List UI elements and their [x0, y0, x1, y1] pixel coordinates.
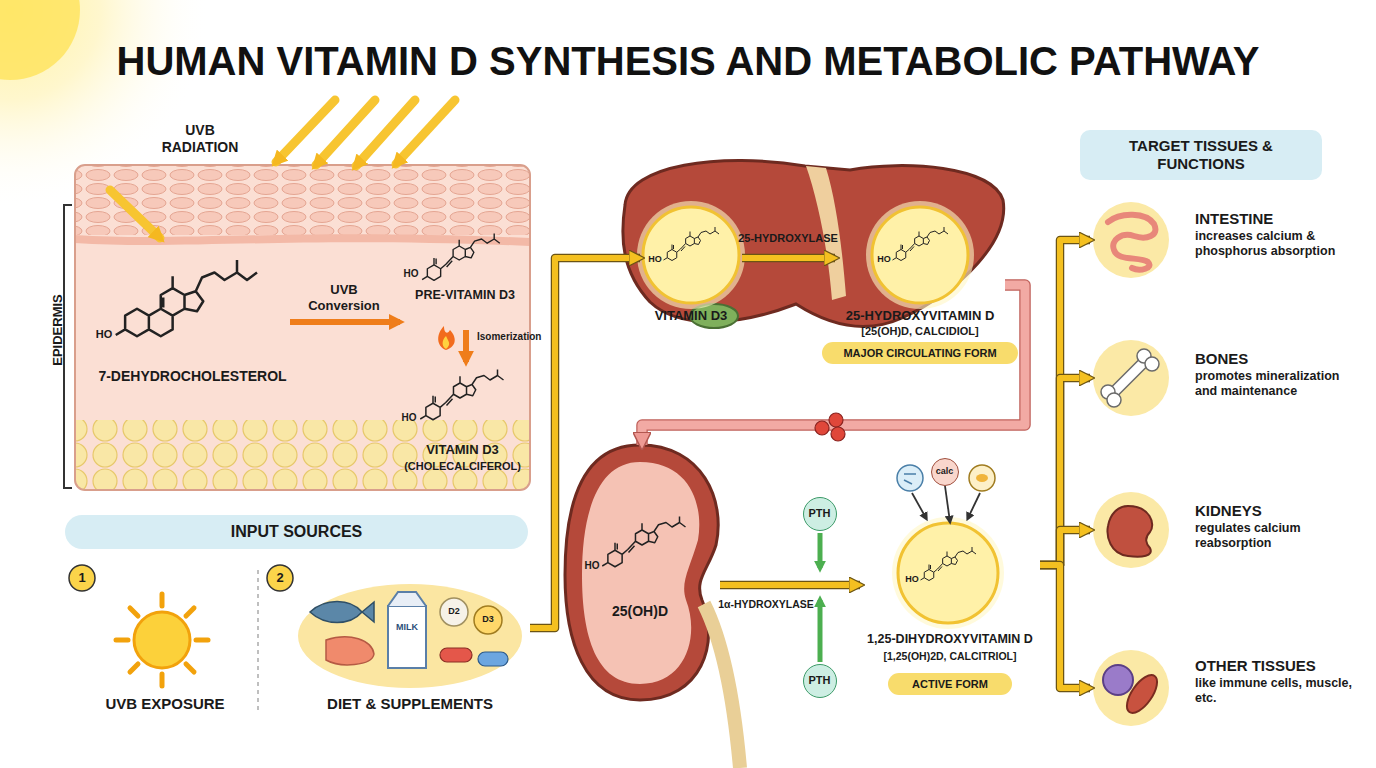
ho-label: HO	[647, 254, 663, 265]
arrow-outline	[1040, 240, 1090, 565]
flow-arrow	[290, 322, 400, 323]
arrow-line	[530, 258, 640, 628]
ho-label: HO	[401, 268, 421, 280]
section-pill: INPUT SOURCES	[65, 515, 528, 549]
kidney-organ: 25(OH)D	[565, 445, 720, 700]
node-heading: 25-HYDROXYVITAMIN D	[835, 308, 1005, 324]
arrow-line	[742, 255, 835, 261]
node-heading: 7-DEHYDROCHOLESTEROL	[95, 368, 290, 385]
arrow-outline	[1040, 565, 1090, 688]
node-heading: PRE-VITAMIN D3	[400, 288, 530, 303]
node-heading: INPUT SOURCES	[65, 515, 528, 549]
node-heading: KIDNEYS	[1195, 502, 1363, 520]
edge-label: 25-HYDROXYLASE	[738, 232, 838, 245]
molecule-circle: 1,25-DIHYDROXYVITAMIN D [1,25(OH)2D, CALC…	[860, 522, 1040, 668]
node-heading: TARGET TISSUES & FUNCTIONS	[1111, 137, 1291, 173]
molecule: VITAMIN D3 (CHOLECALCIFEROL)	[395, 362, 530, 488]
arrow-outline	[1040, 530, 1090, 565]
target-row: OTHER TISSUESlike immune cells, muscle, …	[1090, 645, 1368, 735]
ho-label: HO	[93, 328, 115, 341]
hormone-circle: PTH	[803, 497, 837, 531]
node-heading: calc	[932, 459, 957, 484]
ho-label: HO	[904, 574, 920, 585]
target-row: KIDNEYSregulates calcium reabsorption	[1090, 490, 1368, 576]
source-item: DIET & SUPPLEMENTS	[290, 585, 530, 715]
edge-label: Isomerization	[477, 331, 541, 343]
supplement-label: D3	[476, 614, 500, 625]
flow-arrow	[742, 258, 835, 259]
arrow-line	[290, 319, 400, 325]
target-row: BONESpromotes mineralization and mainten…	[1090, 338, 1368, 424]
diagram-title: HUMAN VITAMIN D SYNTHESIS AND METABOLIC …	[0, 38, 1376, 84]
arrow-line	[1040, 240, 1090, 565]
node-body: increases calcium & phosphorus absorptio…	[1195, 229, 1363, 259]
flow-arrow	[1040, 240, 1090, 565]
molecule-circle: 25-HYDROXYVITAMIN D[25(OH)D, CALCIDIOL]	[835, 212, 1005, 340]
node-body: like immune cells, muscle, etc.	[1195, 676, 1363, 706]
food-label: MILK	[388, 622, 426, 633]
node-heading: 1,25-DIHYDROXYVITAMIN D	[860, 632, 1040, 647]
arrow-line	[1040, 378, 1090, 565]
section-pill: TARGET TISSUES & FUNCTIONS	[1080, 130, 1322, 180]
flow-arrow	[530, 258, 640, 628]
node-heading: DIET & SUPPLEMENTS	[290, 695, 530, 713]
ho-label: HO	[876, 254, 892, 265]
callout-number: 1	[72, 570, 92, 586]
node-heading: MAJOR CIRCULATING FORM	[822, 342, 1018, 364]
ho-label: HO	[399, 412, 419, 424]
node-body: (CHOLECALCIFEROL)	[395, 460, 530, 473]
radiation-label: UVB RADIATION	[145, 122, 255, 156]
node-heading: ACTIVE FORM	[888, 673, 1012, 695]
flow-arrow	[720, 585, 860, 586]
edge-label: UVB Conversion	[298, 282, 390, 314]
arrow-outline	[1040, 378, 1090, 565]
skin-block: EPIDERMIS7-DEHYDROCHOLESTEROLPRE-VITAMIN…	[75, 165, 530, 490]
hormone-circle: PTH	[803, 664, 837, 698]
flow-arrow	[945, 486, 950, 522]
arrow-line	[463, 330, 469, 362]
flow-arrow	[1040, 565, 1090, 688]
arrow-outline	[742, 254, 835, 263]
flow-arrow	[1040, 378, 1090, 565]
target-row: INTESTINEincreases calcium & phosphorus …	[1090, 198, 1368, 284]
node-body: promotes mineralization and maintenance	[1195, 369, 1363, 399]
edge-label: 1α-HYDROXYLASE	[718, 598, 814, 611]
node-heading: PTH	[804, 498, 835, 529]
node-heading: VITAMIN D3	[395, 442, 530, 458]
node-body: [25(OH)D, CALCIDIOL]	[835, 325, 1005, 338]
node-heading: PTH	[804, 665, 835, 696]
arrow-outline	[530, 258, 640, 628]
arrow-line	[945, 486, 950, 522]
callout-number: 2	[270, 570, 290, 586]
node-heading: VITAMIN D3	[640, 308, 742, 324]
node-heading: UVB EXPOSURE	[95, 695, 235, 713]
node-body: [1,25(OH)2D, CALCITRIOL]	[860, 650, 1040, 663]
form-pill: ACTIVE FORM	[888, 673, 1012, 695]
molecule: PRE-VITAMIN D3	[400, 232, 530, 330]
node-heading: INTESTINE	[1195, 210, 1363, 228]
molecule: 7-DEHYDROCHOLESTEROL	[95, 240, 290, 395]
flow-arrow	[1040, 530, 1090, 565]
arrow-line	[1040, 565, 1090, 688]
form-pill: MAJOR CIRCULATING FORM	[822, 342, 1018, 364]
node-body: regulates calcium reabsorption	[1195, 521, 1363, 551]
arrow-outline	[720, 581, 860, 590]
node-heading: BONES	[1195, 350, 1363, 368]
ho-label: HO	[582, 560, 602, 572]
arrow-line	[1040, 530, 1090, 565]
mineral-icon: calc	[931, 458, 959, 486]
arrow-line	[720, 582, 860, 588]
supplement-label: D2	[442, 606, 466, 617]
node-heading: 25(OH)D	[565, 603, 715, 620]
node-heading: EPIDERMIS	[50, 275, 66, 385]
source-item: UVB EXPOSURE	[95, 590, 235, 715]
node-heading: OTHER TISSUES	[1195, 657, 1363, 675]
molecule-circle: VITAMIN D3	[640, 212, 742, 324]
flow-arrow	[466, 330, 467, 362]
